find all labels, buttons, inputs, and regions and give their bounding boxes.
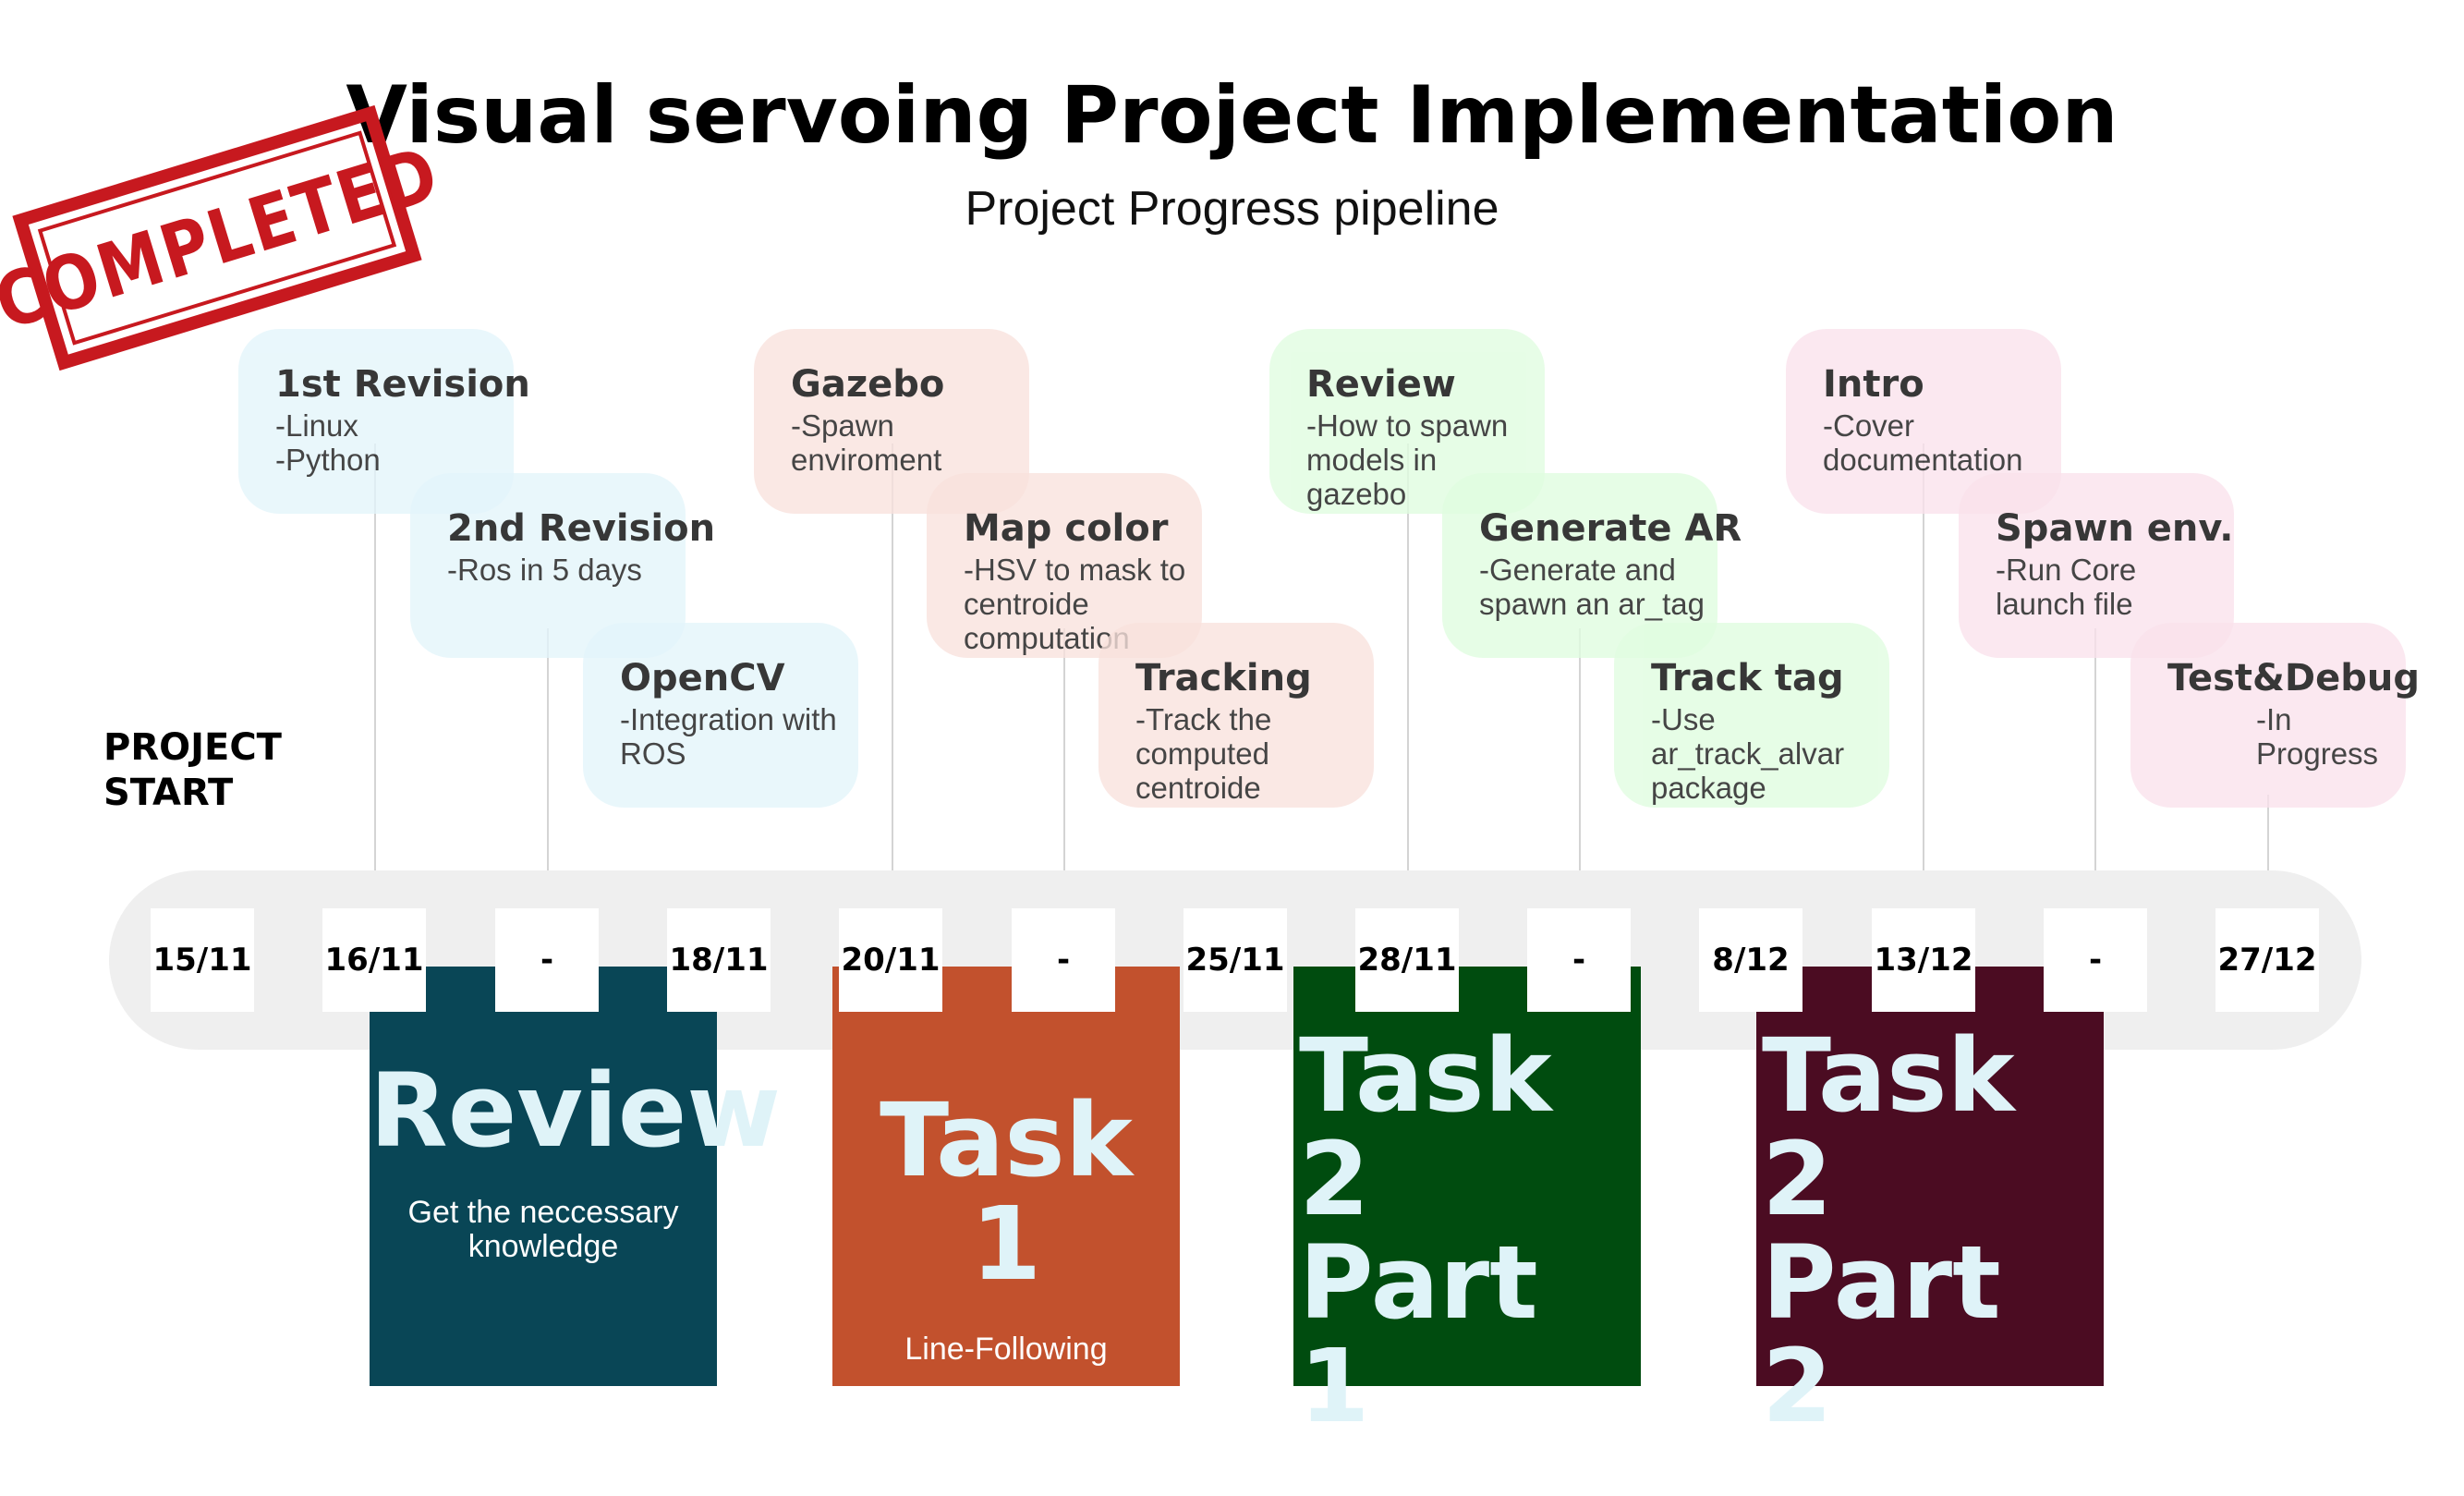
phase-description: Line-Following [904,1332,1108,1367]
phase-task-1: Task 1 Line-Following [832,967,1180,1386]
date-box: 20/11 [839,908,942,1012]
connector-line [547,628,549,915]
card-body: -In Progress [2256,702,2379,771]
milestone-card-review: Review -How to spawn models in gazebo [1269,329,1545,514]
card-body: -Ros in 5 days [447,553,642,587]
card-body: -Integration with ROS [620,702,837,771]
date-box: 25/11 [1183,908,1287,1012]
milestone-card-track-tag: Track tag -Use ar_track_alvar package [1614,623,1889,808]
card-body: -Run Core launch file [1996,553,2137,621]
milestone-card-test-debug: Test&Debug -In Progress [2130,623,2420,808]
page-title: Visual servoing Project Implementation [346,69,2118,162]
connector-line [1923,444,1924,915]
connector-line [2094,628,2096,915]
card-title: Map color [964,507,1169,550]
phase-title: Task 2 Part 1 [1299,1016,1552,1445]
project-start-line-1: PROJECT [103,726,282,769]
date-box: 27/12 [2215,908,2319,1012]
connector-line [374,444,376,915]
card-body: -Spawn enviroment [791,408,942,477]
date-box: - [1527,908,1631,1012]
phase-description: AR-TAG [1409,1461,1525,1496]
card-title: Intro [1823,363,1924,406]
phase-title: Review [370,1052,781,1170]
milestone-card-opencv: OpenCV -Integration with ROS [583,623,858,808]
card-body: -How to spawn models in gazebo [1306,408,1509,511]
card-title: 2nd Revision [447,507,716,550]
connector-line [892,444,893,915]
connector-line [1407,444,1409,915]
date-box: 15/11 [151,908,254,1012]
card-title: Track tag [1651,657,1844,699]
phase-task-2-part-1: Task 2 Part 1 AR-TAG [1293,967,1641,1496]
card-body: -Generate and spawn an ar_tag [1479,553,1705,621]
phase-description: Get the neccessary knowledge [407,1195,679,1264]
card-title: Test&Debug [2167,657,2420,699]
milestone-card-spawn-env: Spawn env. -Run Core launch file [1959,473,2234,658]
page-subtitle: Project Progress pipeline [965,182,1499,236]
card-title: 1st Revision [275,363,530,406]
date-box: - [495,908,599,1012]
date-box: - [2044,908,2147,1012]
date-box: - [1012,908,1115,1012]
project-start-label: PROJECT START [103,725,282,816]
card-title: Generate AR [1479,507,1742,550]
phase-task-2-part-2: Task 2 Part 2 AutoRace [1756,967,2104,1481]
card-title: Review [1306,363,1456,406]
date-box: 28/11 [1355,908,1459,1012]
card-title: Spawn env. [1996,507,2234,550]
phase-description: AutoRace [1861,1446,1999,1481]
card-body: -Linux -Python [275,408,381,477]
milestone-card-tracking: Tracking -Track the computed centroide [1098,623,1374,808]
card-title: OpenCV [620,657,785,699]
milestone-card-1st-revision: 1st Revision -Linux -Python [238,329,530,514]
connector-line [2267,795,2269,915]
connector-line [1579,628,1581,915]
date-box: 8/12 [1699,908,1802,1012]
date-box: 18/11 [667,908,771,1012]
phase-title: Task 1 [880,1081,1133,1303]
card-title: Gazebo [791,363,945,406]
stamp-text: COMPLETED [0,128,449,347]
date-box: 13/12 [1872,908,1975,1012]
card-body: -Use ar_track_alvar package [1651,702,1845,805]
phase-review: Review Get the neccessary knowledge [370,967,781,1386]
card-body: -Cover documentation [1823,408,2023,477]
card-body: -Track the computed centroide [1135,702,1272,805]
date-box: 16/11 [322,908,426,1012]
card-title: Tracking [1135,657,1312,699]
connector-line [1063,628,1065,915]
phase-title: Task 2 Part 2 [1762,1016,2015,1445]
project-start-line-2: START [103,772,234,814]
milestone-card-2nd-revision: 2nd Revision -Ros in 5 days [410,473,716,658]
